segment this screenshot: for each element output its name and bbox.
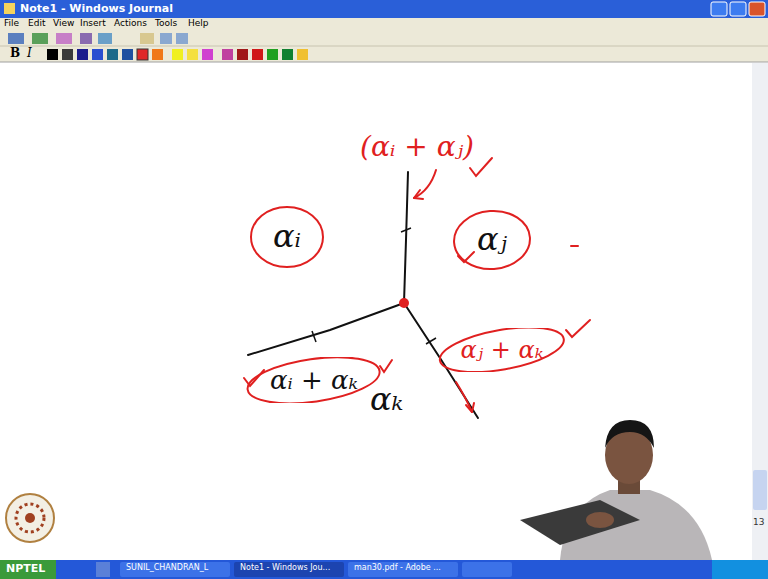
color-palette: [47, 49, 308, 60]
title-bar: [0, 0, 768, 18]
tray: [712, 560, 768, 579]
node-text: αⱼ: [477, 222, 507, 257]
node-text: αᵢ + αₖ: [270, 366, 358, 395]
window-title: Note1 - Windows Journal: [20, 3, 173, 15]
scroll-thumb: [753, 470, 767, 510]
toolbar: [0, 30, 768, 62]
italic-button: I: [27, 47, 32, 60]
scrollbar: [752, 63, 768, 560]
toolbar-divider: [0, 46, 768, 47]
tick-marks: [312, 228, 436, 344]
task-button: [234, 562, 344, 577]
taskbar: [0, 560, 768, 579]
red-annotations: [244, 158, 590, 412]
taskbar-item: SUNIL_CHANDRAN_L: [126, 564, 208, 573]
taskbar-item: Note1 - Windows Jou...: [240, 564, 330, 573]
app-icon: [4, 3, 15, 14]
bold-button: B: [10, 47, 20, 60]
minimize-button: [711, 2, 727, 16]
taskbar-item: man30.pdf - Adobe ...: [354, 564, 441, 573]
lecturer: [520, 420, 712, 560]
region-circle: αᵢ: [249, 205, 325, 269]
tool-icons: [8, 33, 188, 44]
menu-item: Tools: [155, 19, 177, 29]
start-button: [0, 560, 56, 579]
nptel-logo: [6, 494, 54, 542]
menu-item: Insert: [80, 19, 106, 29]
menu-item: View: [53, 19, 74, 29]
node-text: αᵢ: [273, 219, 301, 254]
start-label: NPTEL: [6, 563, 45, 575]
menu-item: Help: [188, 19, 209, 29]
close-button: [749, 2, 765, 16]
quick-launch: [96, 562, 110, 577]
menu-item: Edit: [28, 19, 45, 29]
task-button: [120, 562, 230, 577]
maximize-button: [730, 2, 746, 16]
vertex-dot: [399, 298, 409, 308]
line-ellipse: αⱼ + αₖ: [437, 328, 567, 371]
line-label: (αᵢ + αⱼ): [360, 132, 474, 163]
menu-item: File: [4, 19, 19, 29]
node-text: αⱼ + αₖ: [461, 337, 544, 363]
task-button: [462, 562, 512, 577]
line-ellipse: αᵢ + αₖ: [245, 357, 382, 404]
region-label: αₖ: [370, 382, 403, 417]
menu-item: Actions: [114, 19, 147, 29]
region-circle: αⱼ: [452, 209, 532, 271]
canvas-border: [0, 62, 768, 63]
dual-lines: [248, 172, 478, 418]
menu-bar: [0, 18, 768, 30]
page-number: 13: [753, 518, 764, 528]
task-button: [348, 562, 458, 577]
